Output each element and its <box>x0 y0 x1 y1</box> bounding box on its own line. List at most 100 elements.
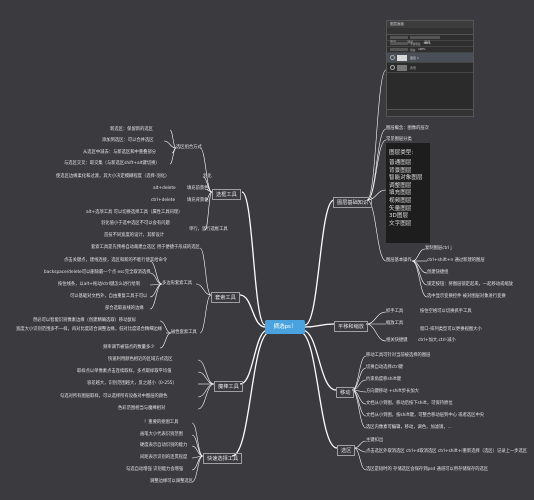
node: 可以基础对文档外，自由重复工具于可以 <box>70 294 148 299</box>
connector-line <box>199 247 212 296</box>
node: 单行，竖行选框工具 <box>189 227 228 232</box>
lock-icons[interactable] <box>390 48 408 51</box>
node: 选区组合方式 <box>176 145 202 150</box>
branch-magic-wand[interactable]: 魔棒工具 <box>214 381 243 392</box>
connector-line <box>197 371 215 385</box>
node: 首技不同宽度的设计，其新设计 <box>104 233 165 238</box>
connector-line <box>365 323 387 342</box>
node: 选区是短时的 存储选区会保存到psd 通道可以用存储保存的选区 <box>366 467 489 472</box>
layer-type: 视频图层 <box>389 197 412 204</box>
node: 取样点以单像素点击连续取样，多点取样取平均值 <box>77 369 172 374</box>
node: 复制图层ctrl j <box>425 246 452 251</box>
opacity-row: 不透明度:100% <box>387 41 473 47</box>
node: 选中显示变换控件 被对图层对象进行变换 <box>427 294 506 299</box>
filter-bar <box>387 35 473 41</box>
node: 图层概念：图像的层次 <box>386 126 429 131</box>
node: 间距表示识别的连贯程度 <box>140 455 188 460</box>
layer-row[interactable]: 图层 1 <box>387 53 473 63</box>
branch-layer-basics[interactable]: 图层基础知识 <box>333 197 373 208</box>
node: 然必可以智能识别像素边缘（创建精确选取）移动鼠标 <box>33 318 137 323</box>
connector-line <box>353 447 367 471</box>
branch-selection[interactable]: 选区 <box>337 445 356 456</box>
node: 调整边缘可以调整选区 <box>150 479 193 484</box>
branch-move[interactable]: 移动 <box>336 387 355 398</box>
layer-type: 矢量图层 <box>389 205 412 212</box>
eye-icon[interactable] <box>390 65 395 70</box>
layer-type: 调整图层 <box>389 182 412 189</box>
connector-line <box>241 191 266 326</box>
node: ctrl+加大,ctrl-减小 <box>418 338 456 343</box>
node: 羽化值小于选中选区不可以会有问题 <box>101 221 170 226</box>
connector-line <box>199 147 213 193</box>
node: 点击关键点，建线连接，选区和新的不能行使其给命令 <box>64 258 168 263</box>
layer-row[interactable]: 背景 <box>387 63 473 73</box>
layers-panel-footer <box>387 109 473 116</box>
filter-dropdown[interactable] <box>390 36 408 39</box>
blend-mode-dropdown[interactable] <box>390 42 408 45</box>
node: 使选区边缘柔化和过渡，其大小决定模糊程度（选择-羽化） <box>56 174 170 179</box>
branch-quick-select[interactable]: 快速选择工具 <box>203 453 243 464</box>
fill-value[interactable]: 100% <box>418 48 426 51</box>
connector-line <box>239 329 269 385</box>
connector-line <box>197 359 215 385</box>
connector-line <box>149 283 163 298</box>
connector-line <box>239 294 266 328</box>
layer-thumbnail <box>397 54 407 61</box>
node: 频率调节被锚点的数量多少 <box>103 345 155 350</box>
connector-line <box>411 260 428 298</box>
central-topic[interactable]: 摘选ps！ <box>265 320 305 334</box>
filter-icons[interactable] <box>410 36 440 39</box>
connector-line <box>411 248 426 262</box>
node: alt+选项工具 可以切换选择工具（属性工具同理） <box>86 210 183 215</box>
layer-name: 背景 <box>410 65 417 70</box>
layer-name: 图层 1 <box>410 55 419 60</box>
node: 硬度表示自动识别的能力 <box>140 443 188 448</box>
connector-line <box>366 69 387 201</box>
connector-line <box>231 331 271 457</box>
connector-line <box>366 199 387 262</box>
tab-paths[interactable]: 路径 <box>424 40 431 44</box>
node: ctrl+delete <box>151 198 176 203</box>
connector-line <box>149 283 163 310</box>
opacity-label: 不透明度: <box>410 42 422 46</box>
node: 方向键移动 +shift步长加大 <box>366 389 419 394</box>
branch-marquee-tool[interactable]: 选框工具 <box>212 189 241 200</box>
connector-line <box>149 260 163 285</box>
connector-line <box>304 199 335 326</box>
node: 相关快捷键 <box>386 338 408 343</box>
layer-type: 普通图层 <box>389 160 412 166</box>
layers-panel-tabs: 图层 通道 路径 <box>387 28 473 44</box>
node: 创建快捷组 <box>427 270 449 275</box>
node: 抓手工具 <box>386 309 404 314</box>
connector-line <box>366 139 387 201</box>
branch-pan-zoom[interactable]: 平移和缩放 <box>334 321 368 332</box>
eye-icon[interactable] <box>390 55 395 60</box>
node: 填充前景色 <box>187 186 209 191</box>
fill-row: 填充:100% <box>387 47 473 53</box>
node: 画笔大小代表识别范围 <box>140 432 183 437</box>
layer-type: 背景图层 <box>389 167 412 174</box>
branch-lasso-tool[interactable]: 套索工具 <box>211 292 240 303</box>
connector-line <box>191 455 204 483</box>
fill-label: 填充: <box>410 48 417 52</box>
node: 选区内像素可编辑，移动，调色，加滤镜，... <box>366 425 452 430</box>
connector-line <box>204 191 213 231</box>
node: ！重要的抠图工具 <box>144 420 179 425</box>
node: 套索工具是先预格自动裁建立选区 用于便捷于形成的选区 <box>91 245 200 250</box>
tab-channels[interactable]: 通道 <box>407 40 414 44</box>
connector-line <box>299 331 338 449</box>
layer-type: 填充图层 <box>389 190 412 197</box>
node: 色彩范围相当与魔棒相对 <box>118 406 166 411</box>
opacity-value[interactable]: 100% <box>423 42 431 45</box>
layer-thumbnail <box>397 64 407 71</box>
node: 切换自动选择ctrl键 <box>366 365 404 370</box>
node: 容差越大，识别范围越大，反之越小（0-255） <box>87 381 177 386</box>
node: 添加到选区：可以合并选区 <box>102 138 154 143</box>
connector-line <box>366 189 387 201</box>
node: 移动工具可针对当前被选择的图层 <box>366 353 431 358</box>
node: 图层基本操作 <box>386 258 412 263</box>
layer-types-title: 图层类型: <box>389 150 414 156</box>
node: 缩放工具 <box>386 321 404 326</box>
